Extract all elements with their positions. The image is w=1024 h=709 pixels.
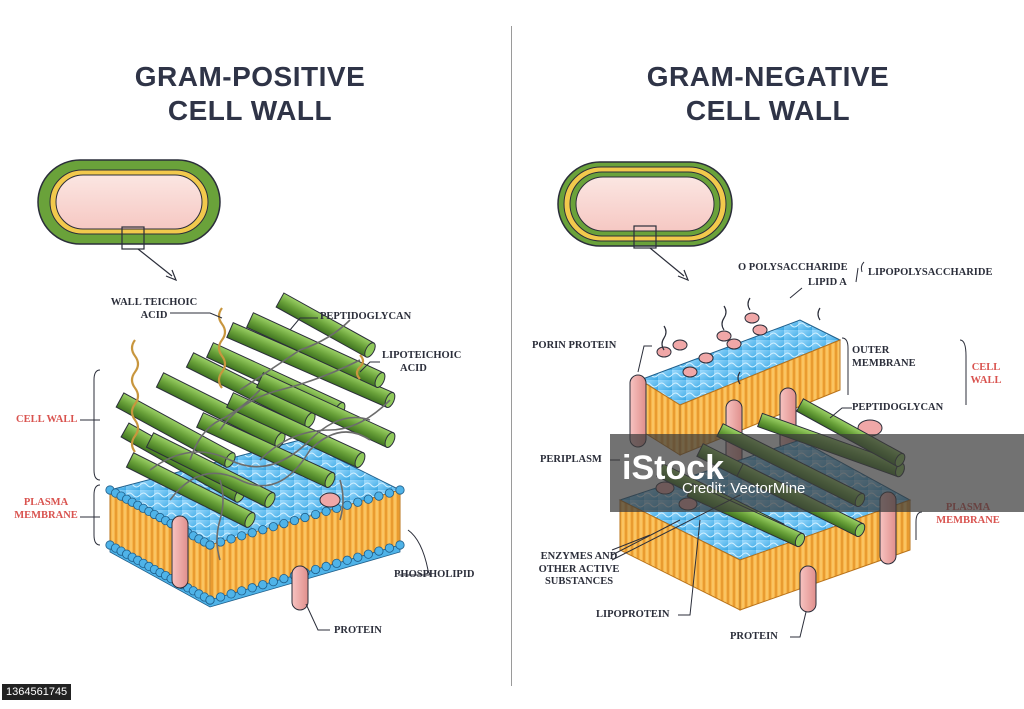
label-lipopolysaccharide: LIPOPOLYSACCHARIDE bbox=[868, 267, 993, 278]
phospholipid-head bbox=[342, 555, 352, 565]
label-lipoteichoic-acid: LIPOTEICHOIC ACID bbox=[382, 350, 461, 375]
title-gram-positive-line1: GRAM-POSITIVE bbox=[134, 61, 366, 92]
leader-lines bbox=[80, 261, 967, 638]
label-lipoteichoic-line1: LIPOTEICHOIC bbox=[382, 350, 462, 361]
phospholipid-head bbox=[279, 574, 289, 584]
lipopolysaccharide-unit bbox=[698, 352, 714, 364]
phospholipid-head bbox=[363, 494, 373, 504]
phospholipid-head bbox=[268, 577, 278, 587]
phospholipid-head bbox=[310, 509, 321, 520]
lipopolysaccharide-unit bbox=[744, 312, 760, 324]
peptidoglycan-rod bbox=[145, 432, 276, 508]
phospholipid-head bbox=[374, 546, 384, 556]
phospholipid-head bbox=[321, 561, 331, 571]
label-enzymes-line3: SUBSTANCES bbox=[544, 576, 614, 587]
label-peptidoglycan-left: PEPTIDOGLYCAN bbox=[320, 311, 412, 322]
title-gram-negative-line1: GRAM-NEGATIVE bbox=[646, 61, 890, 92]
label-lipoprotein: LIPOPROTEIN bbox=[596, 609, 670, 620]
label-outer-membrane: OUTER MEMBRANE bbox=[852, 345, 916, 370]
phospholipid-head bbox=[237, 531, 247, 541]
stock-id: 1364561745 bbox=[2, 684, 72, 700]
phospholipid-head bbox=[247, 528, 257, 538]
watermark-band bbox=[610, 434, 1024, 512]
phospholipid-head bbox=[258, 580, 268, 590]
label-protein-right: PROTEIN bbox=[730, 631, 778, 642]
phospholipid-head bbox=[247, 583, 257, 593]
peptidoglycan-rod bbox=[195, 412, 336, 488]
label-wall-teichoic-line1: WALL TEICHOIC bbox=[110, 297, 198, 308]
label-membrane-line2-right: MEMBRANE bbox=[936, 514, 1000, 526]
lipopolysaccharide-unit bbox=[716, 330, 732, 342]
phospholipid-head bbox=[237, 586, 247, 596]
lipopolysaccharide-unit bbox=[672, 339, 688, 351]
label-porin-protein: PORIN PROTEIN bbox=[532, 340, 617, 351]
phospholipid-head bbox=[384, 488, 395, 498]
teichoic-acid-strands bbox=[130, 307, 365, 453]
watermark-credit: Credit: VectorMine bbox=[682, 480, 806, 497]
phospholipid-head bbox=[289, 515, 300, 526]
label-periplasm: PERIPLASM bbox=[540, 454, 602, 465]
phospholipid-head bbox=[258, 525, 268, 535]
phospholipid-head bbox=[384, 543, 395, 553]
label-wall-teichoic-acid: WALL TEICHOIC ACID bbox=[104, 297, 204, 322]
title-gram-positive: GRAM-POSITIVE CELL WALL bbox=[100, 60, 400, 128]
watermark-logo: iStock bbox=[622, 449, 725, 487]
lipopolysaccharide-unit bbox=[752, 324, 768, 336]
phospholipid-head bbox=[395, 485, 405, 495]
lipopolysaccharide-unit bbox=[682, 366, 698, 378]
label-enzymes-line2: OTHER ACTIVE bbox=[538, 563, 620, 575]
label-cell-wall-right: CELL WALL bbox=[966, 362, 1006, 387]
phospholipid-head bbox=[342, 500, 352, 510]
peptidoglycan-rod bbox=[255, 372, 396, 448]
phospholipid-head bbox=[363, 549, 373, 559]
panel-divider bbox=[511, 26, 512, 686]
label-o-polysaccharide: O POLYSACCHARIDE bbox=[738, 262, 848, 273]
phospholipid-head bbox=[353, 497, 363, 507]
peptidoglycan-rod bbox=[275, 292, 376, 358]
label-enzymes: ENZYMES AND OTHER ACTIVE SUBSTANCES bbox=[534, 551, 624, 589]
phospholipid-head bbox=[300, 512, 310, 523]
label-plasma-membrane-left: PLASMA MEMBRANE bbox=[10, 497, 82, 522]
label-lipoteichoic-line2: ACID bbox=[400, 362, 427, 374]
label-wall-teichoic-line2: ACID bbox=[140, 309, 168, 321]
title-gram-positive-line2: CELL WALL bbox=[167, 95, 333, 126]
lipopolysaccharide-unit bbox=[726, 338, 742, 350]
phospholipid-head bbox=[205, 595, 215, 605]
label-enzymes-line1: ENZYMES AND bbox=[540, 551, 618, 562]
label-outer-line1: OUTER bbox=[852, 345, 890, 356]
phospholipid-head bbox=[310, 564, 321, 575]
phospholipid-head bbox=[215, 592, 226, 602]
gram-positive-peptidoglycan-rods bbox=[115, 292, 396, 528]
crosslink-strands bbox=[149, 319, 391, 561]
phospholipid-head bbox=[279, 519, 289, 529]
phospholipid-head bbox=[226, 589, 236, 599]
phospholipid-head bbox=[353, 552, 363, 562]
label-cell-wall-left: CELL WALL bbox=[16, 414, 78, 425]
label-protein-left: PROTEIN bbox=[334, 625, 382, 636]
label-lipid-a: LIPID A bbox=[808, 277, 847, 288]
label-membrane-line2-left: MEMBRANE bbox=[14, 509, 78, 521]
label-cell-line2-right: WALL bbox=[970, 374, 1002, 386]
lipopolysaccharide-unit bbox=[656, 346, 672, 358]
phospholipid-head bbox=[321, 506, 331, 516]
label-phospholipid: PHOSPHOLIPID bbox=[394, 569, 475, 580]
label-peptidoglycan-right: PEPTIDOGLYCAN bbox=[852, 402, 944, 413]
phospholipid-head bbox=[374, 491, 384, 501]
title-gram-negative-line2: CELL WALL bbox=[685, 95, 851, 126]
label-outer-line2: MEMBRANE bbox=[852, 357, 916, 369]
gram-positive-membrane-block bbox=[105, 439, 405, 611]
label-plasma-line1-left: PLASMA bbox=[23, 497, 69, 508]
label-cell-line1-right: CELL bbox=[971, 362, 1001, 373]
peptidoglycan-rod bbox=[185, 352, 316, 428]
phospholipid-head bbox=[395, 540, 405, 550]
phospholipid-head bbox=[226, 534, 236, 544]
gram-positive-cell-icon bbox=[37, 159, 221, 282]
phospholipid-head bbox=[268, 522, 278, 532]
title-gram-negative: GRAM-NEGATIVE CELL WALL bbox=[610, 60, 926, 128]
phospholipid-head bbox=[205, 540, 215, 550]
gram-negative-cell-icon bbox=[557, 161, 733, 282]
phospholipid-head bbox=[332, 558, 342, 568]
